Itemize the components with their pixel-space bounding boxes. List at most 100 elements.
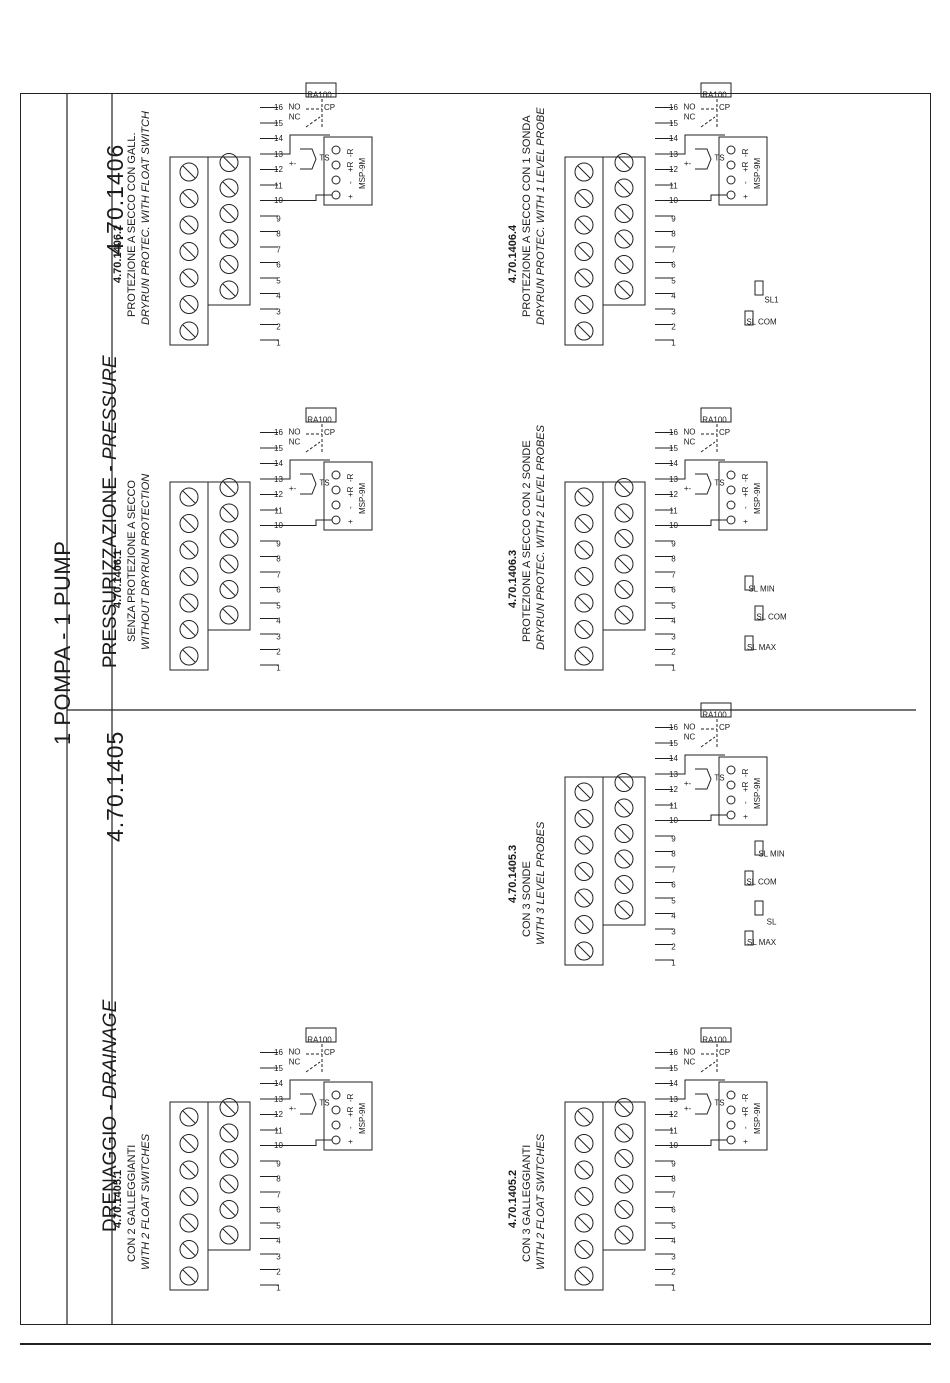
terminal-number-7: 7 (671, 1190, 676, 1200)
ra100-module (305, 407, 337, 423)
terminal-number-15: 15 (669, 739, 678, 749)
msp-terminal (331, 145, 341, 155)
terminal-number-14: 14 (274, 1079, 283, 1089)
terminal-number-6: 6 (671, 585, 676, 595)
terminal-number-3: 3 (276, 307, 281, 317)
msp-minus-r-label: -R (741, 148, 750, 157)
screw-terminal (179, 1213, 199, 1233)
msp-plus-r-label: +R (741, 486, 750, 497)
screw-slot (577, 596, 591, 610)
terminal-number-3: 3 (671, 632, 676, 642)
screw-slot (577, 490, 591, 504)
screw-terminal (614, 798, 634, 818)
screw-terminal (614, 204, 634, 223)
terminal-number-15: 15 (274, 1064, 283, 1074)
screw-terminal (179, 593, 199, 613)
screw-terminal (614, 1149, 634, 1168)
screw-terminal (219, 178, 239, 198)
screw-terminal (574, 809, 594, 828)
screw-terminal (219, 554, 239, 574)
diagram-title-it: CON 3 GALLEGGIANTI (521, 1144, 533, 1262)
terminal-number-14: 14 (669, 459, 678, 469)
screw-terminal (179, 1240, 199, 1259)
wire-to-msp (673, 194, 727, 201)
screw-slot (222, 557, 236, 571)
screw-slot (222, 1101, 236, 1114)
screw-slot (617, 181, 631, 195)
screw-slot (222, 207, 236, 220)
terminal-number-13: 13 (669, 1095, 678, 1105)
screw-terminal (574, 567, 594, 586)
ra100-label: RA100 (702, 710, 727, 720)
screw-slot (577, 570, 591, 583)
screw-slot (617, 878, 631, 891)
terminal-number-1: 1 (276, 663, 281, 673)
ts-label: TS (319, 153, 330, 163)
msp-plus-label: + (741, 194, 750, 199)
terminal-block-bottom (602, 156, 646, 306)
level-probe (744, 575, 754, 591)
terminal-number-9: 9 (276, 539, 281, 549)
terminal-number-11: 11 (669, 1126, 678, 1136)
screw-slot (222, 1177, 236, 1191)
screw-terminal (614, 900, 634, 920)
contact-no-label: NO (288, 427, 301, 437)
diagram-drawing (564, 1027, 768, 1291)
msp-terminal (331, 515, 341, 525)
contact-cp-label: CP (323, 427, 336, 437)
msp-plus-label: + (741, 519, 750, 524)
terminal-number-6: 6 (671, 1205, 676, 1215)
msp-minus-label: - (346, 1126, 355, 1129)
screw-slot (182, 271, 196, 285)
screw-terminal (219, 580, 239, 599)
screw-slot (617, 532, 631, 545)
ra100-label: RA100 (307, 415, 332, 425)
terminal-number-15: 15 (669, 444, 678, 454)
msp-plus-r-label: +R (346, 161, 355, 172)
ts-label: TS (319, 1098, 330, 1108)
terminal-number-5: 5 (276, 601, 281, 611)
ra100-module (305, 1027, 337, 1043)
screw-terminal (179, 646, 199, 666)
screw-terminal (179, 162, 199, 182)
terminal-number-13: 13 (669, 150, 678, 160)
screw-slot (182, 1137, 196, 1150)
contact-nc-label: NC (288, 112, 301, 122)
screw-terminal (179, 321, 199, 341)
terminal-number-16: 16 (669, 723, 678, 733)
terminal-number-11: 11 (669, 181, 678, 191)
msp-terminal (331, 160, 341, 170)
screw-terminal (179, 1160, 199, 1180)
screw-terminal (614, 1123, 634, 1143)
ra100-module (700, 407, 732, 423)
sheet-frame (20, 93, 931, 1325)
msp-terminal (331, 1105, 341, 1115)
level-probe (744, 635, 754, 651)
screw-terminal (614, 875, 634, 894)
terminal-number-10: 10 (274, 196, 283, 206)
terminal-number-11: 11 (274, 1126, 283, 1136)
screw-terminal (574, 782, 594, 802)
ra100-label: RA100 (702, 1035, 727, 1045)
screw-slot (577, 623, 591, 636)
terminal-number-12: 12 (669, 1110, 678, 1120)
contact-nc-label: NC (288, 437, 301, 447)
msp-terminal (726, 1135, 736, 1145)
terminal-number-9: 9 (671, 539, 676, 549)
screw-slot (577, 891, 591, 905)
terminal-number-14: 14 (669, 134, 678, 144)
screw-terminal (614, 1174, 634, 1194)
terminal-number-15: 15 (669, 1064, 678, 1074)
screw-slot (222, 583, 236, 596)
terminal-number-10: 10 (274, 521, 283, 531)
terminal-number-8: 8 (671, 1174, 676, 1184)
msp-minus-r-label: -R (346, 148, 355, 157)
terminal-number-4: 4 (276, 291, 281, 301)
screw-terminal (574, 514, 594, 533)
screw-terminal (574, 593, 594, 613)
msp-terminal (726, 500, 736, 510)
msp-9m-label: MSP-9M (358, 482, 367, 514)
terminal-number-14: 14 (274, 459, 283, 469)
